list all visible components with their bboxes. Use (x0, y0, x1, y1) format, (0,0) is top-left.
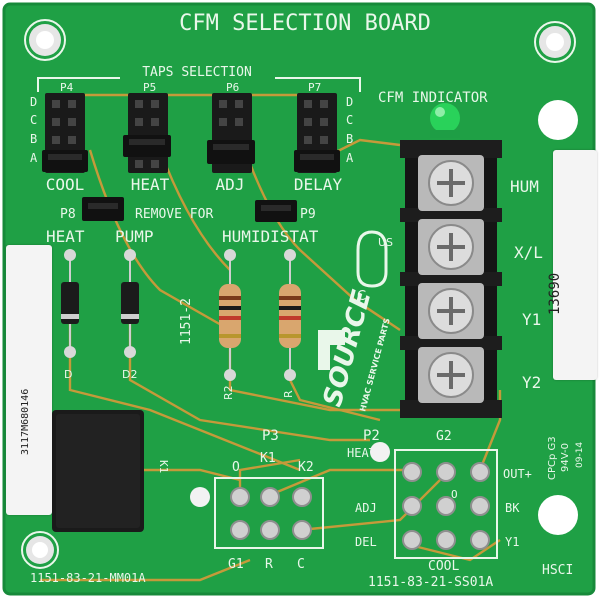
p2-header: P2 (363, 428, 380, 444)
svg-text:C: C (346, 113, 353, 127)
svg-text:D: D (30, 95, 37, 109)
jumper-p9[interactable] (255, 200, 297, 222)
led-indicator (430, 103, 460, 138)
tap-header-p6[interactable]: P6 (207, 81, 255, 173)
svg-text:09-14: 09-14 (575, 442, 585, 468)
resistor-label-r: R (282, 390, 295, 398)
cert-us: US (378, 236, 393, 249)
tap-header-p7[interactable]: P7 (294, 81, 340, 173)
sticker-left-text: 3117M680146 (20, 388, 31, 455)
p2-bottom-cool: COOL (428, 559, 459, 574)
p3-header: P3 (262, 428, 279, 444)
sticker-left: 3117M680146 (6, 245, 52, 515)
resistor-r2 (219, 249, 241, 381)
resistor-r (279, 249, 301, 381)
diode-label-d: D (64, 368, 72, 381)
terminal-screw-xl[interactable] (418, 219, 484, 275)
p2-right-out: OUT+ (503, 467, 532, 481)
terminal-screw-y2[interactable] (418, 347, 484, 403)
part-number-bottom: 1151-83-21-SS01A (368, 575, 493, 590)
p2-left-heat: HEAT (347, 446, 376, 460)
p2-connector[interactable] (370, 442, 498, 559)
svg-text:CPCp G3: CPCp G3 (547, 436, 558, 480)
hole-right (538, 100, 578, 140)
tap-header-p4[interactable]: P4 (42, 81, 88, 173)
p2-left-del: DEL (355, 535, 377, 549)
pump-label: PUMP (115, 227, 154, 246)
svg-text:B: B (30, 132, 37, 146)
svg-text:D: D (346, 95, 353, 109)
tap-label-adj: ADJ (216, 175, 245, 194)
relay-label-k1: K1 (157, 460, 170, 473)
terminal-screw-hum[interactable] (418, 155, 484, 211)
mounting-hole-bottom-left (21, 531, 59, 569)
row-letters-right: D C B A (346, 95, 354, 165)
jumper-label-p8: P8 (60, 207, 76, 222)
svg-text:P5: P5 (143, 81, 156, 94)
remove-for-text: REMOVE FOR (135, 207, 213, 222)
row-letters-left: D C B A (30, 95, 38, 165)
p2-left-adj: ADJ (355, 501, 377, 515)
tap-header-p5[interactable]: P5 (123, 81, 171, 173)
relay-k1 (52, 410, 144, 532)
svg-text:P4: P4 (60, 81, 74, 94)
part-number-bottom-left: 1151-83-21-MM01A (30, 571, 146, 585)
p2-top-g2: G2 (436, 429, 452, 444)
mounting-hole-top-left (24, 19, 66, 61)
p3-bottom-r: R (265, 557, 273, 572)
terminal-label-hum: HUM (510, 177, 539, 196)
board-title: CFM SELECTION BOARD (179, 11, 431, 36)
sticker-right-text: 13690 (547, 272, 563, 315)
part-number-vertical: 1151-2 (179, 298, 194, 345)
mounting-hole-top-right (534, 21, 576, 63)
cfm-indicator-label: CFM INDICATOR (378, 90, 488, 106)
jumper-label-p9: P9 (300, 207, 316, 222)
svg-text:94V-0: 94V-0 (560, 443, 571, 472)
ul-cert-mark: C US (356, 230, 393, 304)
p3-bottom-c: C (297, 557, 305, 572)
jumper-p8[interactable] (82, 197, 124, 221)
svg-text:C: C (30, 113, 37, 127)
p3-top-k2: K2 (298, 460, 314, 475)
tap-label-heat: HEAT (131, 175, 170, 194)
tap-label-cool: COOL (46, 175, 85, 194)
svg-text:P6: P6 (226, 81, 239, 94)
diode-d (61, 249, 79, 358)
cert-c: C (357, 289, 366, 304)
terminal-screw-y1[interactable] (418, 283, 484, 339)
p3-top-k1: K1 (260, 451, 276, 466)
p3-bottom-g1: G1 (228, 557, 244, 572)
manufacturer-label: HSCI (542, 563, 573, 578)
terminal-label-xl: X/L (514, 243, 543, 262)
p3-top-o: O (232, 460, 240, 475)
p3-connector[interactable] (190, 477, 324, 549)
p2-right-bk: BK (505, 501, 520, 515)
cert-codes: CPCp G3 94V-0 09-14 (547, 436, 585, 480)
svg-text:B: B (346, 132, 353, 146)
sticker-right: 13690 (547, 150, 597, 380)
humidistat-label: HUMIDISTAT (222, 227, 319, 246)
diode-label-d2: D2 (122, 368, 137, 381)
heat-label: HEAT (46, 227, 85, 246)
diode-d2 (121, 249, 139, 358)
hole-bottom-right (538, 495, 578, 535)
svg-text:A: A (346, 151, 354, 165)
p2-right-y1: Y1 (505, 535, 519, 549)
terminal-label-y1: Y1 (522, 310, 541, 329)
taps-selection-title: TAPS SELECTION (142, 65, 252, 80)
svg-text:A: A (30, 151, 38, 165)
taps-bracket (37, 77, 361, 92)
svg-text:P7: P7 (308, 81, 321, 94)
p2-pin-o: O (451, 488, 458, 501)
tap-label-delay: DELAY (294, 175, 343, 194)
resistor-label-r2: R2 (222, 385, 235, 400)
terminal-label-y2: Y2 (522, 373, 541, 392)
